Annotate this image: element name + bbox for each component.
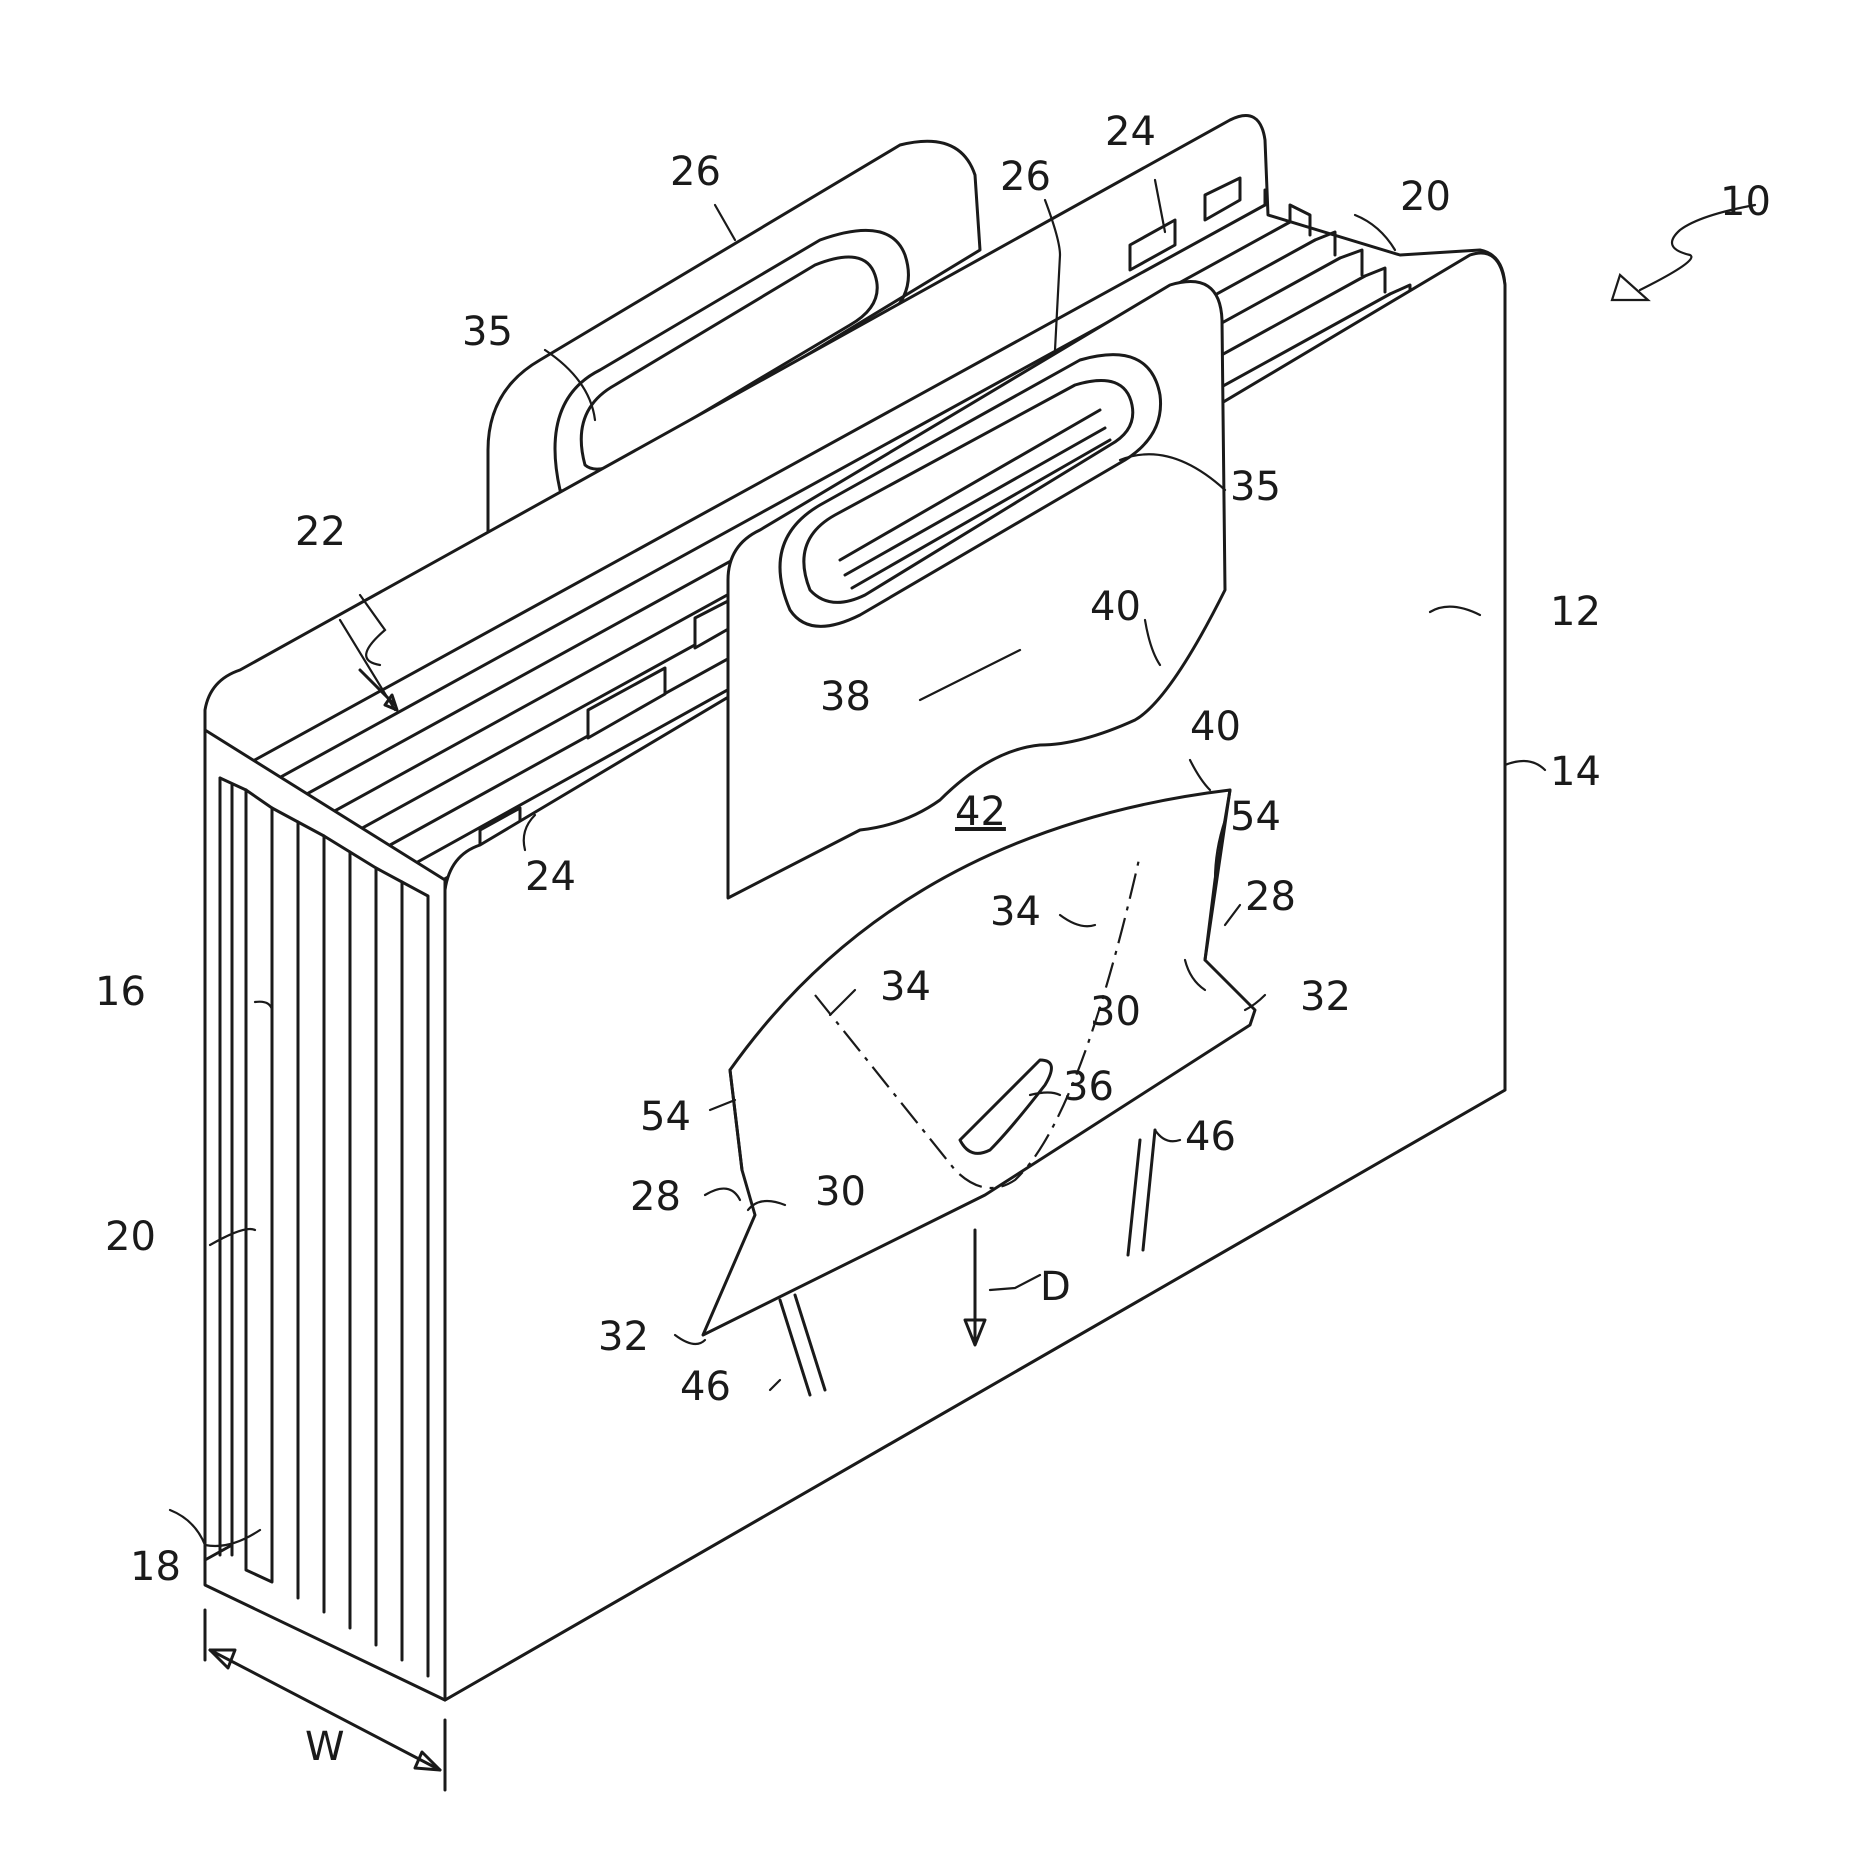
label-20-top: 20 [1400, 174, 1451, 220]
label-18: 18 [130, 1544, 181, 1590]
label-30-left: 30 [815, 1169, 866, 1215]
label-14: 14 [1550, 749, 1601, 795]
label-20-side: 20 [105, 1214, 156, 1260]
label-35-front: 35 [1230, 464, 1281, 510]
label-dir-d: D [1040, 1264, 1071, 1310]
label-46-right: 46 [1185, 1114, 1236, 1160]
label-10: 10 [1720, 179, 1771, 225]
label-54-right: 54 [1230, 794, 1281, 840]
label-35-back: 35 [462, 309, 513, 355]
label-24-top: 24 [1105, 109, 1156, 155]
label-40-upper: 40 [1090, 584, 1141, 630]
label-38: 38 [820, 674, 871, 720]
accordion-side [205, 730, 445, 1700]
label-46-left: 46 [680, 1364, 731, 1410]
label-28-left: 28 [630, 1174, 681, 1220]
label-12: 12 [1550, 589, 1601, 635]
label-24-mid: 24 [525, 854, 576, 900]
label-32-left: 32 [598, 1314, 649, 1360]
label-26-back: 26 [670, 149, 721, 195]
label-34-lower: 34 [880, 964, 931, 1010]
label-26-front: 26 [1000, 154, 1051, 200]
label-42: 42 [955, 789, 1006, 835]
label-32-right: 32 [1300, 974, 1351, 1020]
label-dim-w: W [305, 1724, 345, 1770]
label-28-right: 28 [1245, 874, 1296, 920]
label-40-lower: 40 [1190, 704, 1241, 750]
label-30-right: 30 [1090, 989, 1141, 1035]
label-34-upper: 34 [990, 889, 1041, 935]
label-36: 36 [1063, 1064, 1114, 1110]
label-54-left: 54 [640, 1094, 691, 1140]
label-22: 22 [295, 509, 346, 555]
label-16: 16 [95, 969, 146, 1015]
